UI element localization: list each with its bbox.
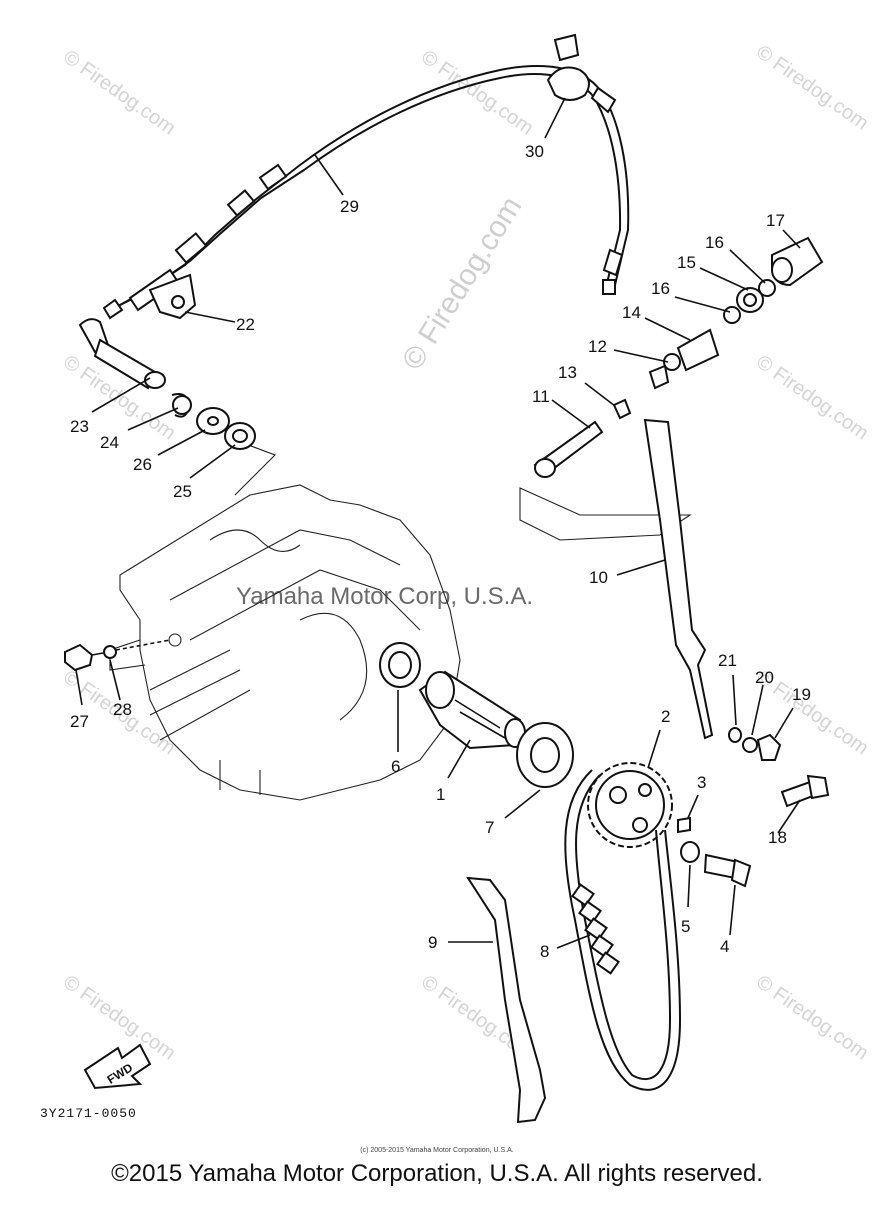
cable-clamp [546, 66, 590, 101]
callout-23: 23 [70, 417, 89, 436]
tensioner-assembly [533, 236, 824, 478]
callout-2: 2 [661, 707, 670, 726]
callout-15: 15 [677, 253, 696, 272]
callout-22: 22 [236, 315, 255, 334]
sprocket-bolt-head [730, 858, 752, 888]
callout-11: 11 [532, 387, 550, 406]
callout-28: 28 [113, 700, 132, 719]
chain-links [571, 883, 620, 975]
bolt-head [806, 774, 830, 800]
callout-24: 24 [100, 433, 119, 452]
gasket-washer [103, 645, 117, 659]
cable-bracket [148, 273, 197, 320]
cylinder-head-outline [109, 484, 461, 801]
callout-27: 27 [70, 712, 89, 731]
camshaft [418, 670, 526, 750]
callout-16b: 16 [651, 279, 670, 298]
callout-26: 26 [133, 455, 152, 474]
callout-9: 9 [428, 933, 437, 952]
chain-guide [643, 418, 714, 740]
callout-16a: 16 [705, 233, 724, 252]
callout-5: 5 [681, 917, 690, 936]
watermark: © Firedog.com [417, 46, 537, 139]
nut [756, 733, 782, 761]
callout-labels: 1 2 3 4 5 6 7 8 9 10 11 12 13 14 15 16 1… [70, 142, 811, 961]
callout-10: 10 [589, 568, 608, 587]
clamp-tab [553, 33, 580, 62]
callout-29: 29 [340, 197, 359, 216]
torsion-spring [172, 395, 192, 415]
callout-20: 20 [755, 668, 774, 687]
leader-lines [75, 97, 801, 949]
o-ring [728, 727, 742, 743]
callout-19: 19 [792, 685, 811, 704]
callout-1: 1 [436, 785, 445, 804]
small-credit: (c) 2005-2015 Yamaha Motor Corporation, … [360, 1147, 514, 1154]
callout-18: 18 [768, 828, 787, 847]
dowel-pin [677, 816, 691, 834]
watermark-company: Yamaha Motor Corp, U.S.A. [236, 583, 533, 610]
callout-6: 6 [391, 757, 400, 776]
front-chain-guide [466, 876, 547, 1124]
callout-25: 25 [173, 482, 192, 501]
callout-8: 8 [540, 942, 549, 961]
decompression-cable [102, 65, 630, 320]
watermark: © Firedog.com [59, 46, 179, 139]
callout-30: 30 [525, 142, 544, 161]
callout-14: 14 [622, 303, 641, 322]
diagram-code: 3Y2171-0050 [40, 1106, 137, 1121]
callout-7: 7 [485, 818, 494, 837]
plug-bolt [64, 643, 94, 672]
watermark: © Firedog.com [752, 41, 872, 134]
reference-frame [519, 487, 692, 541]
callout-4: 4 [720, 937, 729, 956]
plate-washer [680, 841, 700, 863]
decompression-lever [78, 318, 166, 390]
watermark: © Firedog.com [752, 351, 872, 444]
callout-17: 17 [766, 211, 785, 230]
cam-sprocket [587, 762, 673, 848]
forward-arrow: FWD [83, 1043, 152, 1090]
callout-13: 13 [558, 363, 577, 382]
bracket-hole [171, 295, 185, 309]
copyright-footer: ©2015 Yamaha Motor Corporation, U.S.A. A… [111, 1160, 763, 1187]
watermark-center: © Firedog.com [396, 191, 528, 376]
watermark-layer: © Firedog.com © Firedog.com © Firedog.co… [59, 41, 872, 1064]
callout-12: 12 [588, 337, 607, 356]
cam-chain [564, 769, 682, 1091]
callout-3: 3 [697, 773, 706, 792]
washer [742, 737, 758, 753]
watermark: © Firedog.com [752, 971, 872, 1064]
callout-21: 21 [718, 651, 737, 670]
